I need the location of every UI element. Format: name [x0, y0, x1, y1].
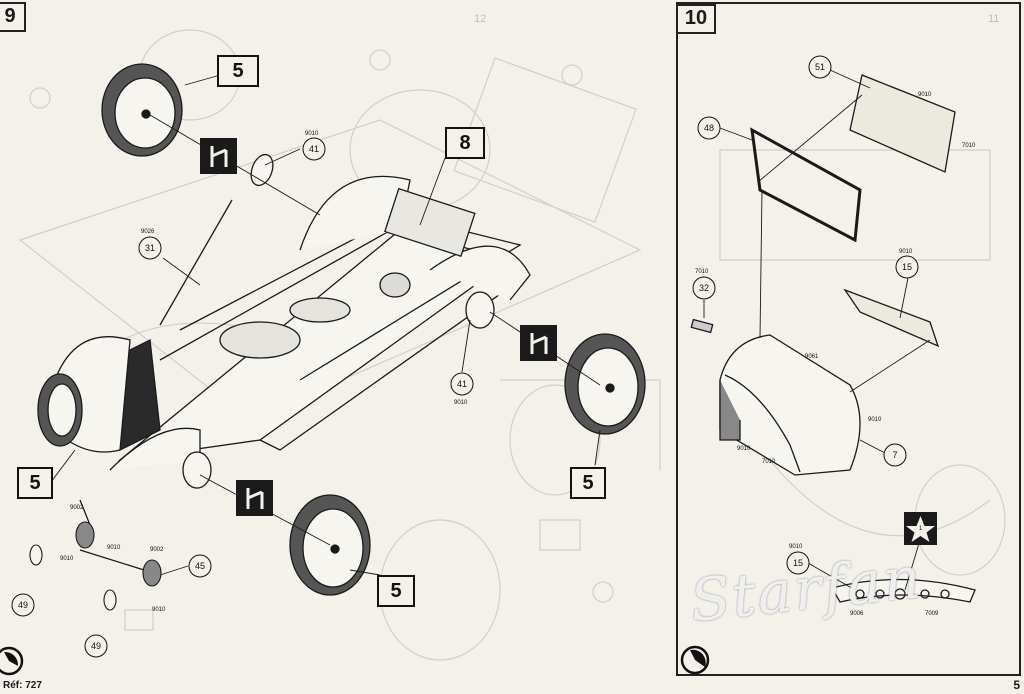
star-label: 1: [919, 526, 923, 532]
callout-number: 41: [457, 379, 467, 389]
box-ref: 5: [29, 472, 40, 494]
glue-icon: [520, 325, 557, 361]
wheel-right: [564, 333, 646, 435]
callout-number: 15: [902, 262, 912, 272]
paint-code: 9010: [737, 446, 751, 452]
callout-number: 49: [91, 641, 101, 651]
paint-code: 9010: [789, 544, 803, 550]
stage-symbol-right: [680, 645, 710, 675]
star-icon: [906, 516, 935, 542]
callout-number: 7: [892, 450, 897, 460]
glue-icon: [236, 480, 273, 516]
callout-number: 15: [793, 558, 803, 568]
callout-number: 48: [704, 123, 714, 133]
paint-code: 9010: [107, 545, 121, 551]
paint-code: 9010: [454, 400, 468, 406]
paint-code: 9010: [60, 556, 74, 562]
step-10-label: 10: [676, 4, 716, 34]
paint-code: 7010: [762, 459, 776, 465]
wheel-top-left: [101, 63, 183, 157]
paint-code: 9010: [899, 249, 913, 255]
page-number: 5: [1013, 678, 1020, 692]
paint-code: 7009: [925, 611, 939, 617]
wheel-front-mounted: [37, 373, 83, 447]
callout-number: 45: [195, 561, 205, 571]
paint-code: 7010: [962, 143, 976, 149]
stage-symbol: [0, 646, 24, 676]
box-ref: 5: [390, 580, 401, 602]
paint-code: 9002: [150, 547, 164, 553]
callout-number: 51: [815, 62, 825, 72]
box-ref: 8: [459, 132, 470, 154]
chassis-assembly: [44, 175, 531, 576]
callout-number: 32: [699, 283, 709, 293]
reference-number: Réf: 727: [3, 680, 42, 691]
paint-code: 9061: [805, 354, 819, 360]
callout-number: 49: [18, 600, 28, 610]
paint-code: 9002: [70, 505, 84, 511]
callout-number: 41: [309, 144, 319, 154]
left-callouts: [11, 137, 474, 658]
paint-code: 9010: [152, 607, 166, 613]
headlight-parts: [29, 521, 162, 611]
paint-code: 9010: [918, 92, 932, 98]
paint-code: 9010: [305, 131, 319, 137]
glue-icon: [200, 138, 237, 174]
ghost-step-label-right: 11: [988, 13, 999, 25]
ghost-background: [18, 29, 1006, 661]
glue-symbols: [200, 138, 557, 516]
star-marker: 1: [904, 512, 937, 545]
reference-boxes: 5 8 5 5 5: [17, 55, 606, 607]
paint-code: 9006: [850, 611, 864, 617]
callout-number: 31: [145, 243, 155, 253]
box-ref: 5: [582, 472, 593, 494]
step-10-panel: [676, 2, 1021, 676]
wheels: [37, 63, 646, 596]
right-leader-lines: [703, 69, 931, 591]
paint-code: 9026: [141, 229, 155, 235]
step-9-label: 9: [0, 2, 26, 32]
ghost-step-label: 12: [474, 13, 486, 25]
paint-code: 9010: [868, 417, 882, 423]
body-parts: [690, 74, 976, 603]
paint-code: 7010: [695, 269, 709, 275]
right-callouts: [692, 55, 919, 575]
box-ref: 5: [232, 60, 243, 82]
